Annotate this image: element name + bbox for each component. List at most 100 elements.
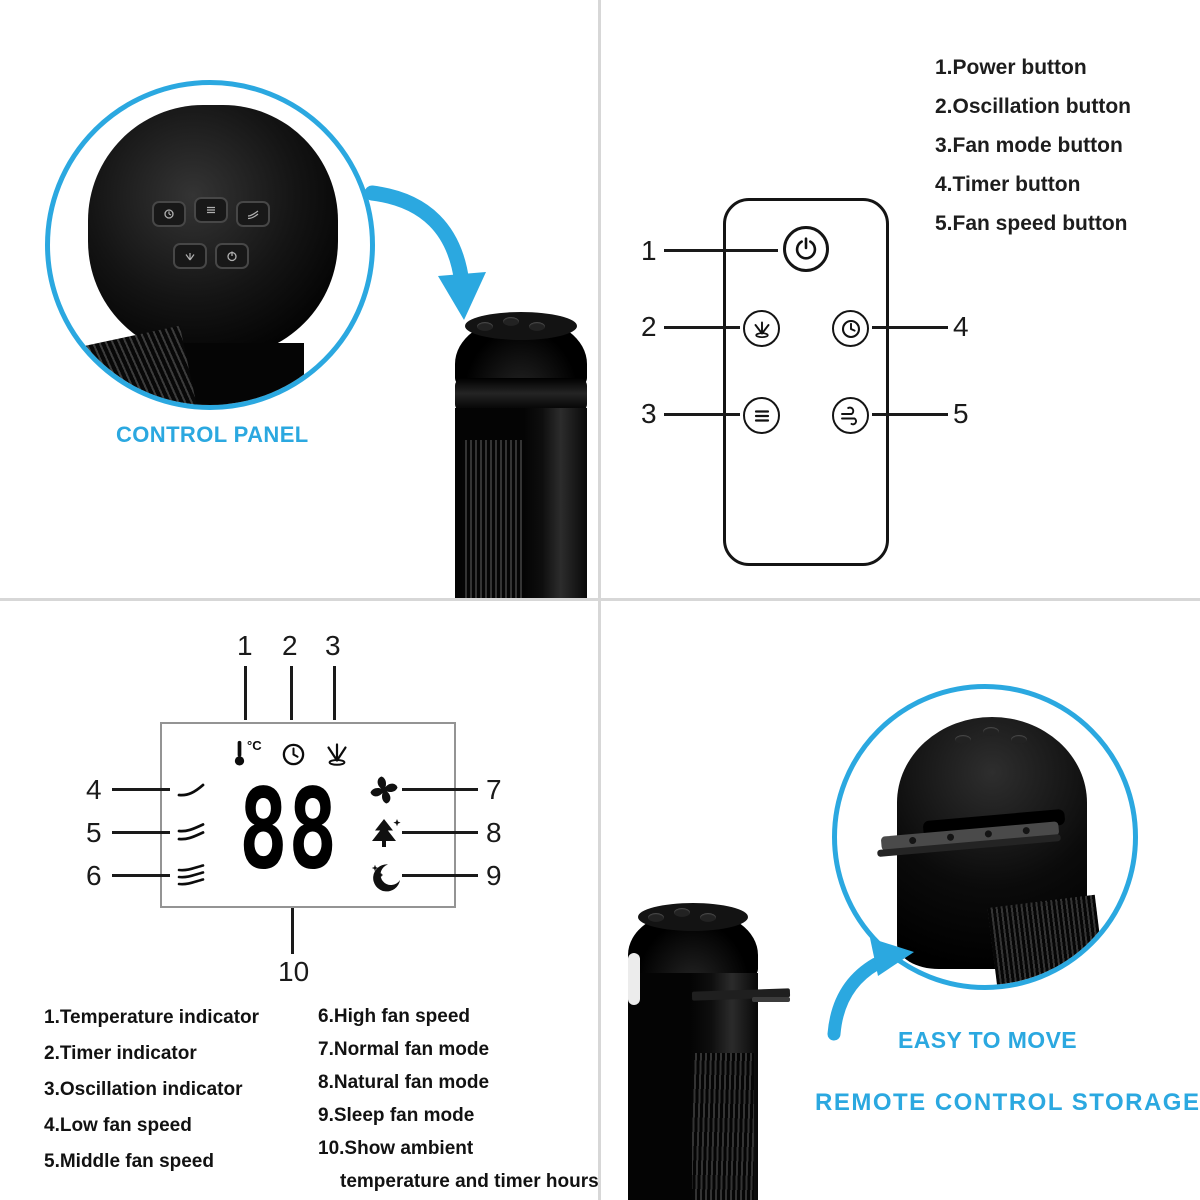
callout-number: 8 <box>486 817 502 848</box>
callout-line <box>872 413 948 416</box>
remote-storage-shelf-lip <box>752 997 790 1002</box>
remote-timer-button <box>832 310 869 347</box>
legend-item: 10.Show ambient <box>318 1138 474 1159</box>
legend-item: 8.Natural fan mode <box>318 1072 490 1093</box>
oscillation-icon <box>327 743 347 766</box>
fan-gloss-band <box>455 378 587 412</box>
legend-item: 4.Low fan speed <box>44 1115 192 1136</box>
callout-number: 1 <box>237 630 253 661</box>
callout-number: 2 <box>641 311 657 342</box>
shelf-hole <box>946 833 955 841</box>
easy-to-move-caption: EASY TO MOVE <box>898 1027 1078 1053</box>
legend-item: 5.Middle fan speed <box>44 1151 214 1172</box>
legend-item: 5.Fan speed button <box>935 212 1128 235</box>
callout-number: 3 <box>641 398 657 429</box>
remote-fan-mode-button <box>743 397 780 434</box>
cap-button-dot <box>955 735 971 744</box>
callout-line <box>664 413 740 416</box>
high-fan-speed-icon <box>177 864 205 886</box>
callout-line <box>244 666 247 720</box>
legend-item: 2.Oscillation button <box>935 95 1132 118</box>
cap-button-dot <box>477 322 493 331</box>
callout-line <box>402 874 478 877</box>
shelf-hole <box>1022 826 1031 835</box>
callout-line <box>290 666 293 720</box>
remote-storage-caption: REMOTE CONTROL STORAGE <box>815 1089 1200 1116</box>
callout-line <box>664 249 778 252</box>
temp-unit-label: °C <box>247 738 262 753</box>
fan-grille-texture <box>987 894 1107 985</box>
callout-number: 6 <box>86 860 102 891</box>
callout-number: 9 <box>486 860 502 891</box>
shelf-hole <box>984 830 993 838</box>
display-digits: 88 <box>238 766 338 895</box>
panel-timer-button <box>152 201 186 227</box>
callout-number: 5 <box>86 817 102 848</box>
callout-number: 3 <box>325 630 341 661</box>
callout-number: 7 <box>486 774 502 805</box>
oscillation-icon <box>185 253 195 261</box>
fan-icon <box>370 776 398 804</box>
cap-button-dot <box>648 913 664 922</box>
callout-line <box>291 908 294 954</box>
callout-line <box>402 788 478 791</box>
remote-power-button <box>783 226 829 272</box>
control-panel-caption: CONTROL PANEL <box>116 422 309 447</box>
panel-speed-button <box>236 201 270 227</box>
display-legend-right: 6.High fan speed 7.Normal fan mode 8.Nat… <box>318 1000 599 1198</box>
callout-number: 5 <box>953 398 969 429</box>
tree-icon <box>372 819 401 847</box>
middle-fan-speed-icon <box>177 823 205 841</box>
clock-icon <box>841 319 860 338</box>
legend-item: 3.Oscillation indicator <box>44 1079 243 1100</box>
fan-speed-icon <box>840 406 857 425</box>
grid-divider-vertical <box>598 0 601 1200</box>
callout-number: 4 <box>86 774 102 805</box>
remote-oscillation-button <box>743 310 780 347</box>
cap-button-dot <box>983 727 999 736</box>
legend-item: 3.Fan mode button <box>935 134 1123 157</box>
oscillation-icon <box>754 321 769 338</box>
moon-icon <box>371 864 400 892</box>
legend-item: 2.Timer indicator <box>44 1043 197 1064</box>
seven-segment-display: 88 <box>218 766 358 895</box>
tower-fan-image <box>628 903 758 1200</box>
led-display-diagram <box>160 722 456 908</box>
cap-button-dot <box>529 322 545 331</box>
control-panel-zoom-circle <box>45 80 375 410</box>
callout-line <box>333 666 336 720</box>
fan-speed-icon <box>247 210 259 220</box>
timer-icon <box>164 209 174 219</box>
curved-arrow-icon <box>364 185 486 320</box>
legend-item-continuation: temperature and timer hours <box>340 1171 599 1192</box>
shelf-hole <box>908 836 917 845</box>
legend-item: 1.Power button <box>935 56 1087 79</box>
legend-item: 7.Normal fan mode <box>318 1039 490 1060</box>
callout-line <box>402 831 478 834</box>
callout-number: 4 <box>953 311 969 342</box>
panel-power-button <box>215 243 249 269</box>
callout-line <box>112 831 170 834</box>
cap-button-dot <box>700 913 716 922</box>
fan-side-slot <box>628 953 640 1005</box>
clock-icon <box>282 743 305 766</box>
callout-line <box>664 326 740 329</box>
callout-number: 2 <box>282 630 298 661</box>
callout-number: 1 <box>641 235 657 266</box>
fan-grille-texture <box>64 325 198 405</box>
legend-item: 1.Temperature indicator <box>44 1007 260 1028</box>
legend-item: 6.High fan speed <box>318 1006 471 1027</box>
legend-item: 9.Sleep fan mode <box>318 1105 475 1126</box>
tower-fan-top-image <box>455 312 587 600</box>
power-icon <box>795 237 817 260</box>
cap-button-dot <box>1011 735 1027 744</box>
callout-line <box>112 874 170 877</box>
low-fan-speed-icon <box>177 783 205 797</box>
fan-grille-texture <box>692 1053 754 1200</box>
display-legend-left: 1.Temperature indicator 2.Timer indicato… <box>44 1000 259 1180</box>
fan-mode-icon <box>754 409 769 422</box>
power-icon <box>227 251 237 262</box>
panel-oscillation-button <box>173 243 207 269</box>
thermometer-icon <box>234 740 245 766</box>
